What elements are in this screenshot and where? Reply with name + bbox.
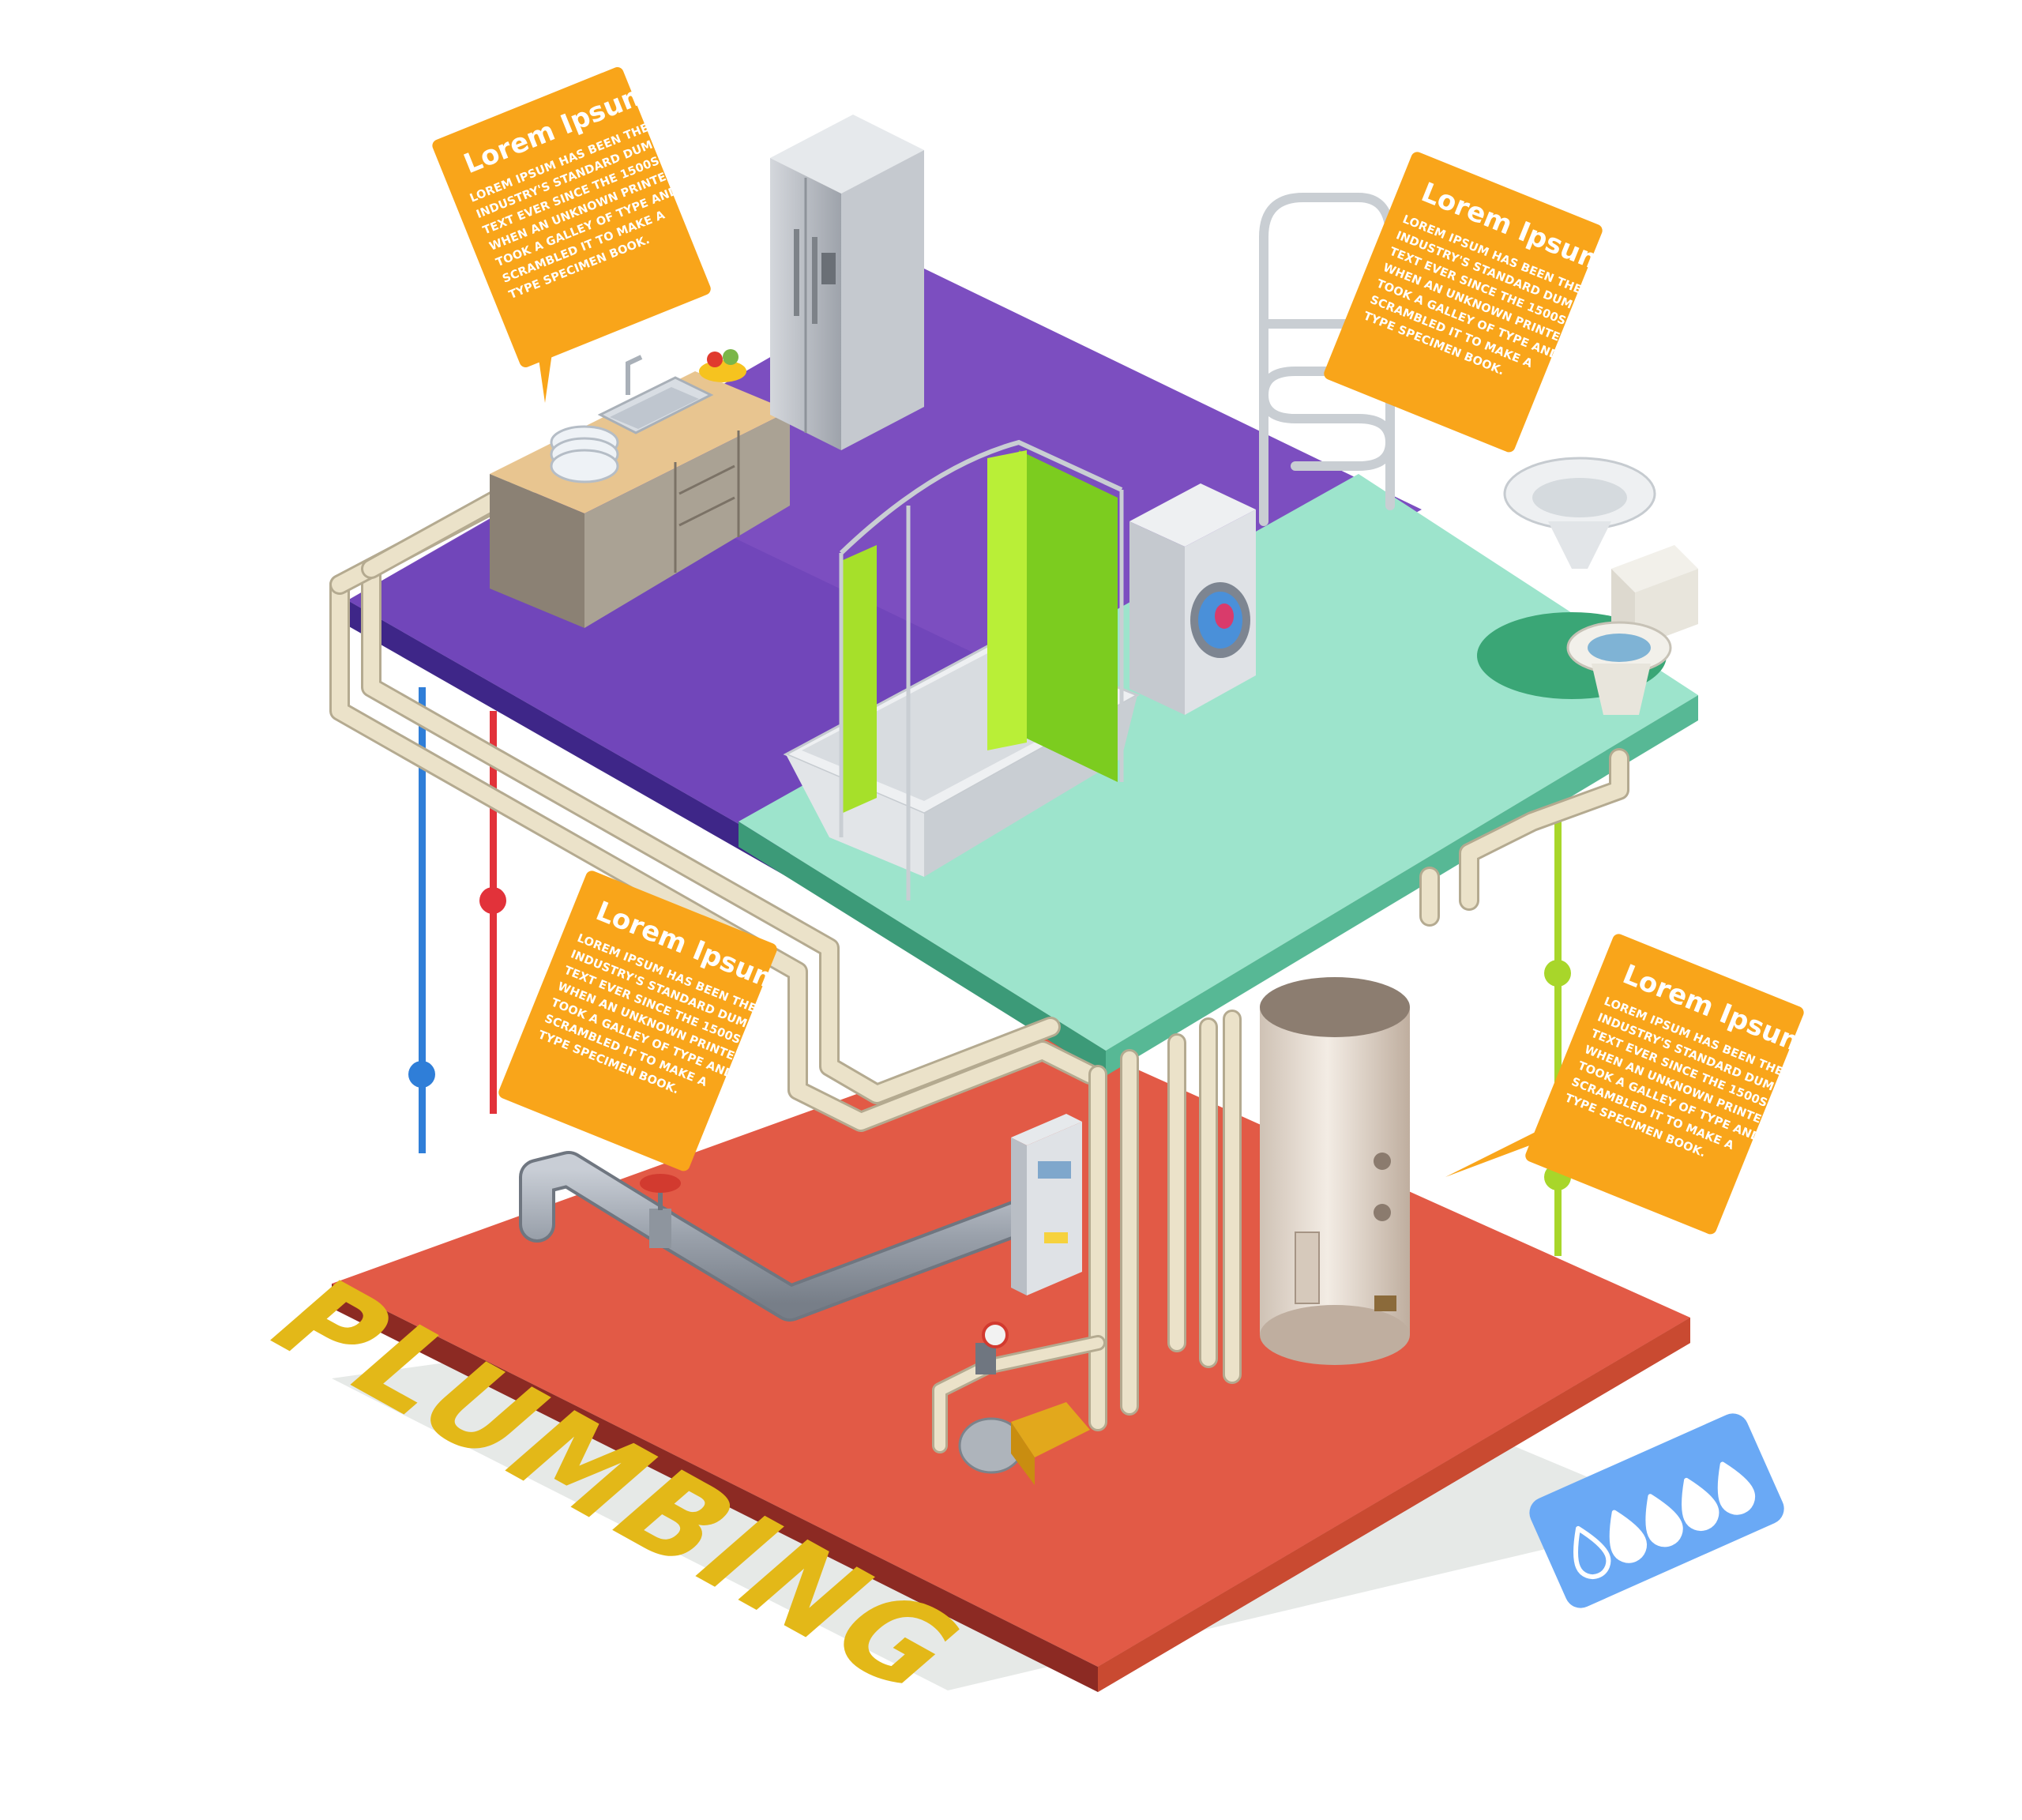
plate-stack <box>550 425 619 483</box>
bathroom-floor <box>739 474 1698 1076</box>
washing-machine <box>1129 483 1256 715</box>
water-drops-badge <box>1529 1413 1784 1608</box>
fruit-bowl <box>699 349 746 382</box>
water-drops-icon <box>1573 1461 1756 1579</box>
kitchen-cabinet <box>490 371 790 628</box>
hot-water-riser <box>479 711 506 1114</box>
utility-pipes <box>329 476 1629 1453</box>
refrigerator <box>770 115 924 450</box>
callout-valve: Lorem Ipsum LOREM IPSUM HAS BEEN THE IND… <box>498 871 786 1171</box>
water-pump <box>958 1322 1090 1485</box>
toilet <box>1566 545 1698 715</box>
water-heater-tank <box>1260 977 1410 1365</box>
control-panel <box>1011 1114 1082 1295</box>
callout-kitchen: Lorem Ipsum LOREM IPSUM HAS BEEN THE IND… <box>432 67 711 368</box>
callout-boiler: Lorem Ipsum LOREM IPSUM HAS BEEN THE IND… <box>1525 934 1813 1235</box>
kitchen-sink <box>597 355 714 434</box>
green-riser <box>1544 798 1571 1256</box>
cold-water-riser <box>408 687 435 1153</box>
washbasin <box>1503 457 1656 569</box>
shutoff-valve <box>640 1174 681 1248</box>
shower-curtain <box>839 439 1124 901</box>
